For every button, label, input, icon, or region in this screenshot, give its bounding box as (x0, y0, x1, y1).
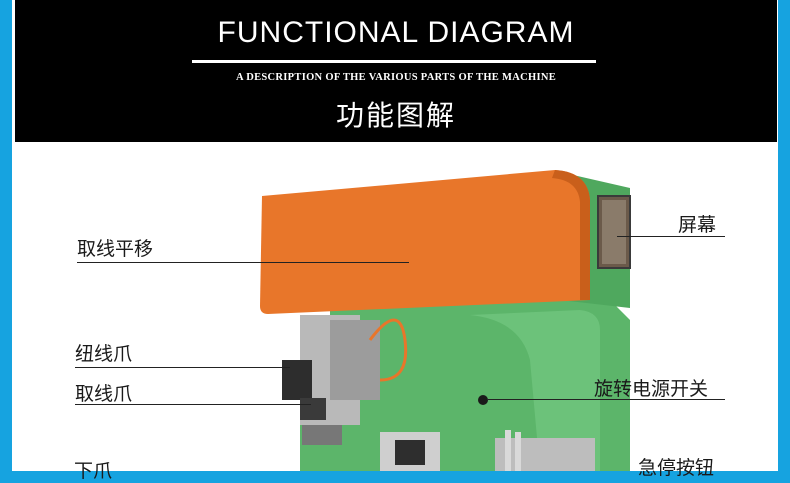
twist-claw-unit (282, 360, 312, 400)
label-lower-claw: 下爪 (74, 460, 113, 482)
leader-screen (617, 236, 725, 237)
label-wire-pick-claw: 取线爪 (75, 383, 133, 405)
machine-orange-housing (260, 170, 590, 314)
pneumatic-hose (368, 318, 408, 382)
lower-claw-unit (302, 425, 342, 445)
page-subtitle: A DESCRIPTION OF THE VARIOUS PARTS OF TH… (235, 72, 557, 83)
machine-orange-edge (552, 170, 590, 300)
leader-wire-pick-traverse (77, 262, 409, 263)
page-title: FUNCTIONAL DIAGRAM (217, 16, 575, 49)
leader-rotary-power-switch (488, 399, 725, 400)
leader-twist-claw (75, 367, 290, 368)
right-tooling-post (505, 430, 511, 471)
mechanism-block (330, 320, 380, 400)
lower-fixture-dark (395, 440, 425, 465)
right-tooling-post2 (515, 432, 521, 471)
title-divider (192, 60, 596, 63)
page-title-cn: 功能图解 (335, 99, 456, 132)
pick-claw-unit (300, 398, 326, 420)
label-screen: 屏幕 (678, 214, 717, 236)
label-wire-pick-traverse: 取线平移 (77, 238, 154, 260)
header-banner: FUNCTIONAL DIAGRAM A DESCRIPTION OF THE … (15, 0, 777, 142)
screen-display (602, 200, 626, 264)
machine-arch (470, 310, 600, 471)
label-twist-claw: 纽线爪 (75, 343, 133, 365)
rotary-switch-knob (478, 395, 488, 405)
machine-illustration (260, 170, 631, 471)
right-tooling (495, 438, 595, 471)
leader-wire-pick-claw (75, 404, 311, 405)
label-emergency-stop-button: 急停按钮 (638, 457, 715, 479)
label-rotary-power-switch: 旋转电源开关 (594, 378, 709, 400)
